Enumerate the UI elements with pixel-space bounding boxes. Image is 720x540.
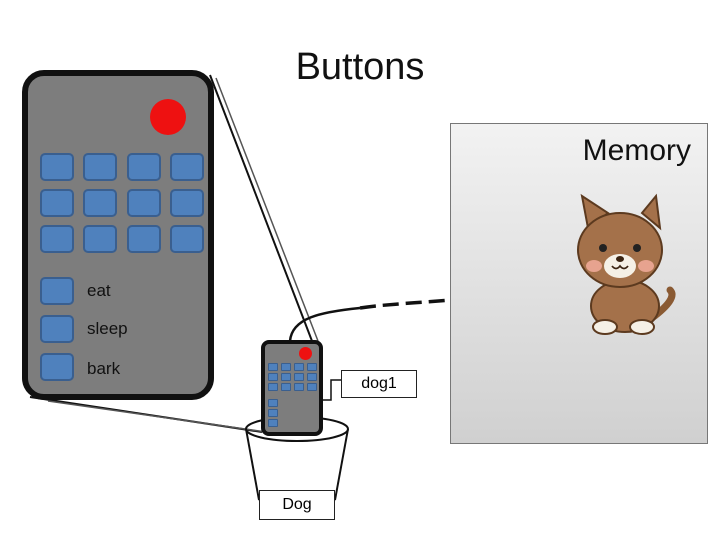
remote-button[interactable]: [40, 189, 74, 217]
sleep-button[interactable]: [40, 315, 74, 343]
remote-button[interactable]: [170, 153, 204, 181]
remote-button[interactable]: [127, 189, 161, 217]
remote-button[interactable]: [127, 225, 161, 253]
eat-label: eat: [87, 281, 111, 301]
small-remote-button: [268, 363, 278, 371]
small-remote-button: [294, 373, 304, 381]
bark-label: bark: [87, 359, 120, 379]
small-remote-button: [294, 363, 304, 371]
bark-button[interactable]: [40, 353, 74, 381]
small-remote-button: [307, 373, 317, 381]
cartoon-cat-icon: [578, 196, 672, 334]
small-remote-button: [281, 383, 291, 391]
remote-button[interactable]: [40, 225, 74, 253]
remote-button[interactable]: [40, 153, 74, 181]
remote-button[interactable]: [127, 153, 161, 181]
remote-button[interactable]: [170, 225, 204, 253]
remote-button[interactable]: [83, 153, 117, 181]
eat-button[interactable]: [40, 277, 74, 305]
small-remote-button: [307, 363, 317, 371]
sleep-label: sleep: [87, 319, 128, 339]
small-remote-button: [294, 383, 304, 391]
remote-button[interactable]: [83, 189, 117, 217]
variable-label: Dog: [259, 490, 335, 520]
small-remote-button: [268, 419, 278, 427]
indicator-light: [150, 99, 186, 135]
small-remote-button: [268, 409, 278, 417]
remote-button[interactable]: [83, 225, 117, 253]
small-indicator-light: [299, 347, 312, 360]
small-remote-button: [281, 373, 291, 381]
small-remote-button: [307, 383, 317, 391]
small-remote-button: [281, 363, 291, 371]
reference-label: dog1: [341, 370, 417, 398]
remote-button[interactable]: [170, 189, 204, 217]
small-remote-button: [268, 383, 278, 391]
small-remote-button: [268, 399, 278, 407]
small-remote-button: [268, 373, 278, 381]
